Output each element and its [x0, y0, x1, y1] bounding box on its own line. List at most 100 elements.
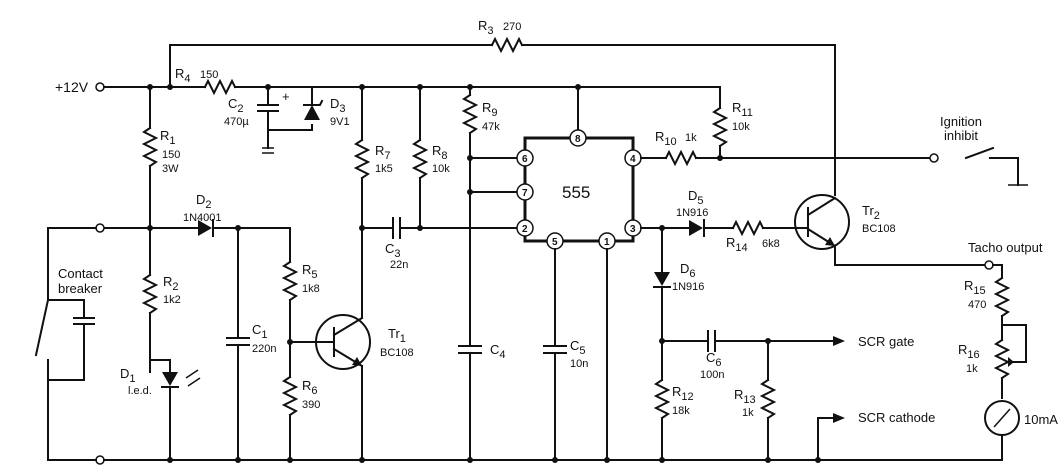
r6-value: 390 [302, 399, 320, 411]
r9-resistor [461, 86, 518, 461]
tr1-ref: Tr1 [388, 326, 406, 345]
tacho-output [599, 260, 1027, 461]
tacho-output-label: Tacho output [968, 240, 1043, 255]
scr-cathode-label: SCR cathode [858, 410, 935, 425]
ic-pin-8: 8 [575, 134, 581, 145]
ic-pin-5: 5 [552, 237, 558, 248]
r7-value: 1k5 [375, 163, 393, 175]
r3-value: 270 [503, 21, 521, 33]
c6-capacitor [661, 330, 845, 352]
r11-resistor [711, 106, 729, 159]
ic-pin-4: 4 [630, 154, 636, 165]
c4-ref: C4 [490, 342, 506, 361]
ic-pin-1: 1 [604, 237, 610, 248]
scr-gate-label: SCR gate [858, 334, 914, 349]
r4-value: 150 [200, 69, 218, 81]
c1-value: 220n [252, 343, 276, 355]
c1-ref: C1 [252, 322, 268, 341]
c1-capacitor [226, 227, 250, 461]
r10-value: 1k [685, 132, 697, 144]
d5-ref: D5 [688, 188, 704, 207]
ic-pin-6: 6 [522, 154, 528, 165]
tr2-value: BC108 [862, 223, 896, 235]
tr1-value: BC108 [380, 347, 414, 359]
tr2-ref: Tr2 [862, 203, 880, 222]
ic-pin-7: 7 [522, 188, 528, 199]
ic-555 [516, 86, 642, 250]
d3-ref: D3 [330, 96, 346, 115]
r2-ref: R2 [163, 274, 179, 293]
contact-breaker-label-2: breaker [58, 281, 103, 296]
r2-value: 1k2 [163, 294, 181, 306]
r8-ref: R8 [432, 143, 448, 162]
c2-value: 470µ [224, 116, 249, 128]
r13-value: 1k [742, 407, 754, 419]
r12-resistor [653, 378, 671, 461]
c5-value: 10n [570, 358, 588, 370]
r9-value: 47k [482, 121, 500, 133]
c6-value: 100n [700, 369, 724, 381]
r1-value: 150 [162, 149, 180, 161]
d2-ref: D2 [196, 192, 212, 211]
r5-value: 1k8 [302, 283, 320, 295]
c3-ref: C3 [385, 241, 401, 260]
ignition-inhibit-switch [929, 146, 1028, 186]
scr-cathode-line [817, 413, 845, 461]
r7-resistor [353, 86, 371, 231]
r11-ref: R11 [732, 100, 753, 119]
d1-value: l.e.d. [128, 385, 152, 397]
r7-ref: R7 [375, 143, 391, 162]
r12-ref: R12 [672, 384, 694, 403]
r5-ref: R5 [302, 262, 318, 281]
r11-value: 10k [732, 121, 750, 133]
c2-plus: + [282, 89, 290, 104]
c4-capacitor [458, 345, 482, 354]
r1-resistor [141, 86, 159, 231]
r13-ref: R13 [734, 387, 756, 406]
tr1-transistor [289, 227, 371, 461]
r8-value: 10k [432, 163, 450, 175]
d6-ref: D6 [680, 261, 696, 280]
supply-rail [95, 78, 721, 109]
r13-resistor [759, 340, 777, 461]
r6-ref: R6 [302, 378, 318, 397]
d3-value: 9V1 [330, 116, 350, 128]
d6-diode [653, 227, 671, 381]
r14-ref: R14 [726, 235, 748, 254]
r15-ref: R15 [964, 278, 986, 297]
ignition-inhibit-label-1: Ignition [940, 114, 982, 129]
r14-value: 6k8 [762, 238, 780, 250]
meter-label: 10mA [1024, 412, 1058, 427]
r8-resistor [411, 86, 429, 229]
r6-resistor [281, 375, 299, 461]
ic-pin-3: 3 [630, 224, 636, 235]
ic-pin-2: 2 [522, 224, 528, 235]
r12-value: 18k [672, 405, 690, 417]
r1-ref: R1 [160, 128, 176, 147]
r9-ref: R9 [482, 100, 498, 119]
contact-breaker-label-1: Contact [58, 266, 103, 281]
d6-value: 1N916 [672, 281, 704, 293]
r16-value: 1k [966, 363, 978, 375]
r5-resistor [281, 260, 299, 378]
r15-value: 470 [968, 299, 986, 311]
c3-capacitor [361, 217, 526, 239]
r2-resistor [141, 227, 159, 373]
r3-wire [169, 36, 836, 196]
c2-ref: C2 [228, 96, 244, 115]
d2-diode [103, 219, 291, 263]
supply-label: +12V [55, 79, 89, 95]
r4-ref: R4 [175, 66, 191, 85]
r10-ref: R10 [655, 129, 677, 148]
d1-led [149, 359, 201, 461]
r1-value2: 3W [162, 163, 179, 175]
c6-ref: C6 [706, 350, 722, 369]
c5-capacitor [543, 248, 608, 461]
c5-ref: C5 [570, 338, 586, 357]
d5-diode [640, 219, 734, 237]
r3-ref: R3 [478, 18, 494, 37]
r14-resistor [731, 219, 809, 237]
ic-555-label: 555 [562, 183, 590, 202]
d3-zener [303, 86, 324, 120]
